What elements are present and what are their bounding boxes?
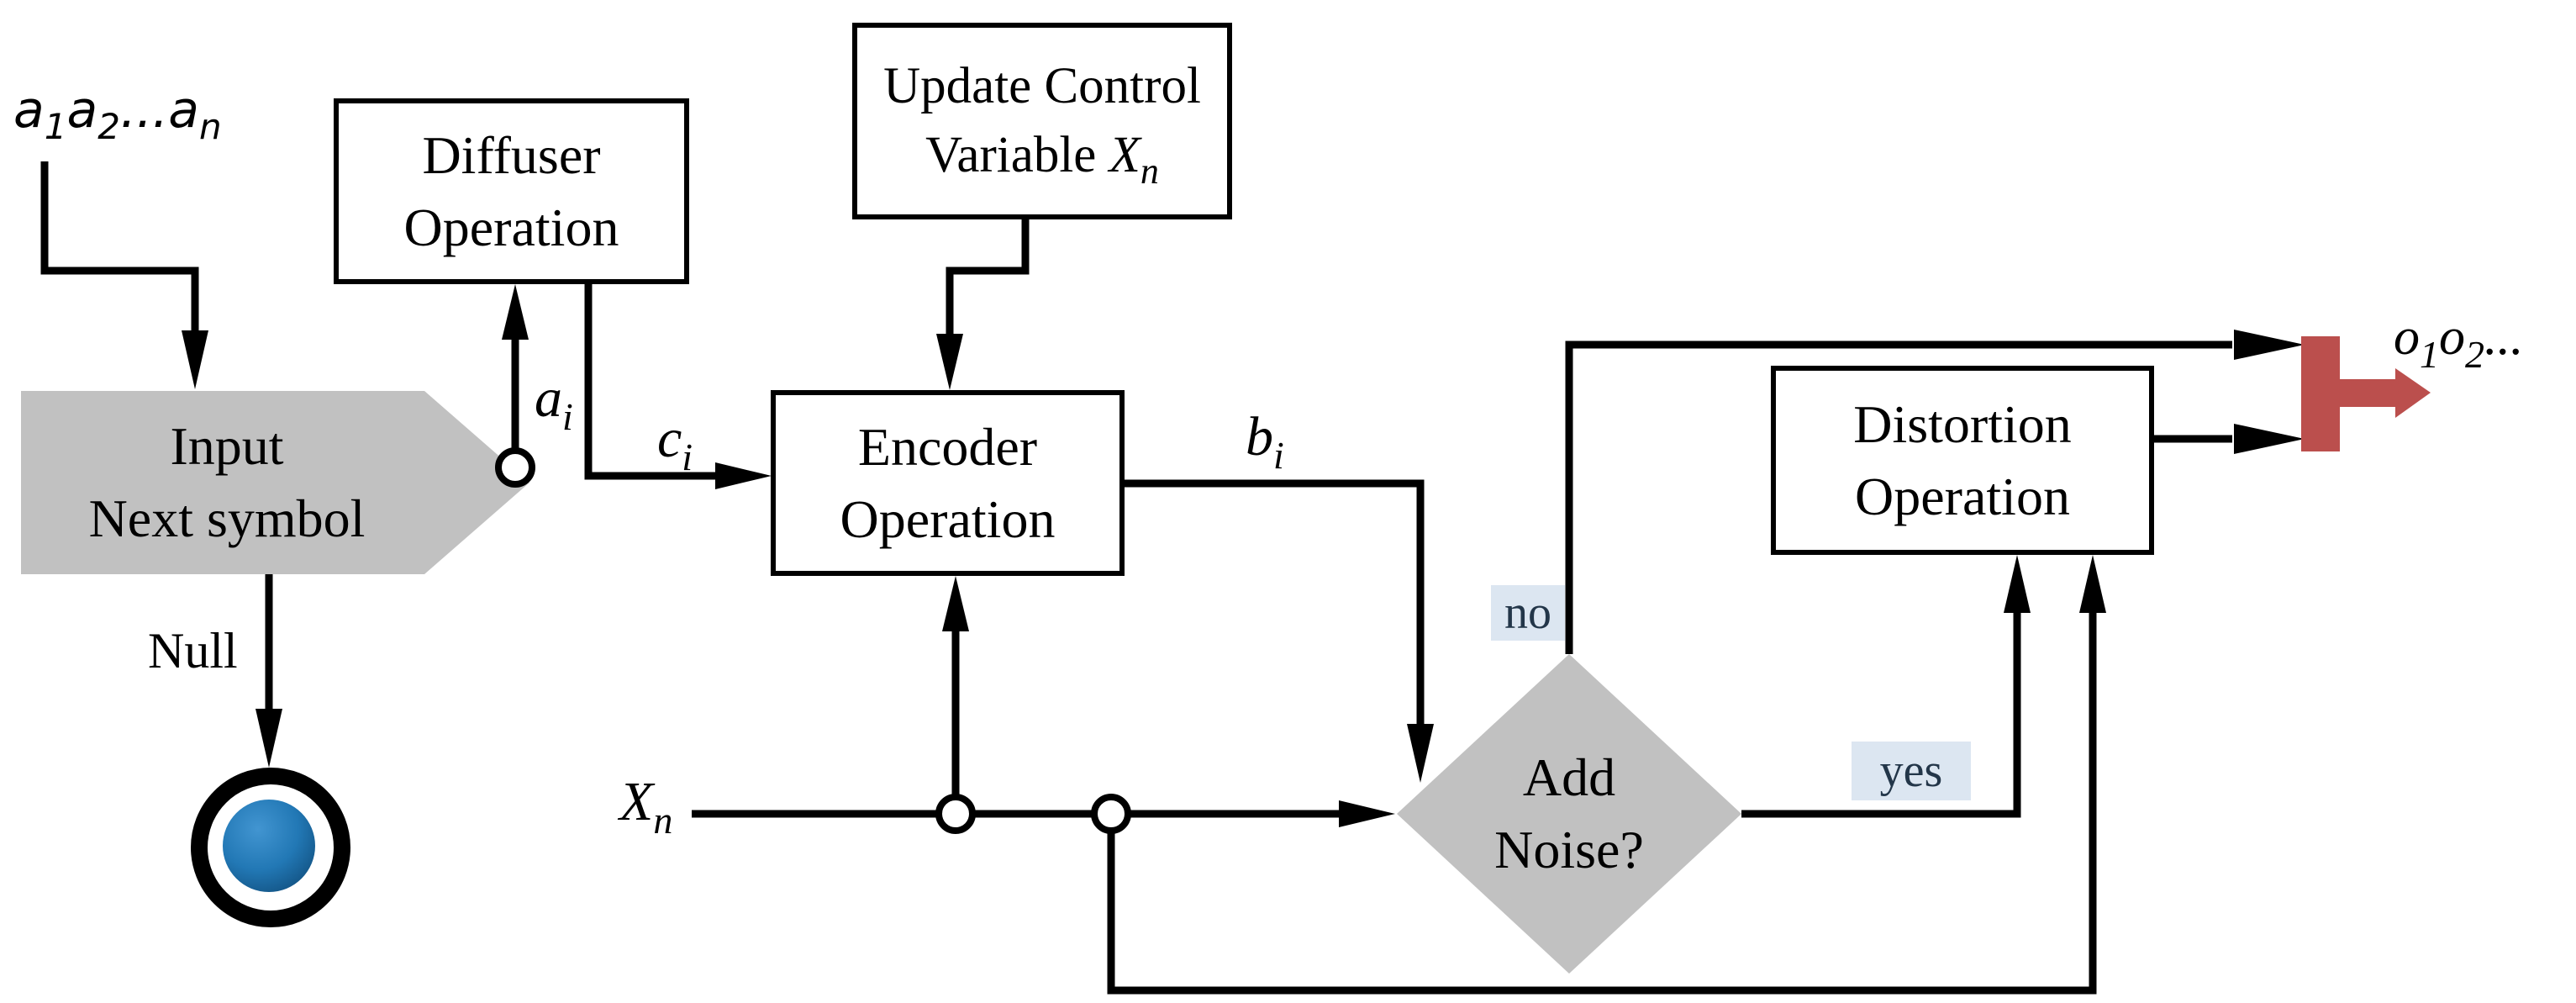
no-arrowhead-icon — [2234, 330, 2305, 360]
update-to-encoder-arrowhead-icon — [936, 334, 963, 390]
ci-label: ci — [657, 408, 693, 478]
xn-arrowhead-icon — [1339, 800, 1395, 827]
ai-arrowhead-icon — [502, 284, 529, 340]
yes-arrowhead-icon — [2004, 555, 2031, 613]
distortion-box-label: Distortion Operation — [1853, 393, 2072, 526]
output-stream-label: o1o2... — [2394, 309, 2524, 376]
feedback-connector — [1107, 612, 2097, 995]
stream-in-connector — [40, 161, 199, 335]
no-badge: no — [1491, 585, 1565, 641]
stream-in-arrowhead-icon — [182, 330, 208, 389]
input-next-symbol-label: Input Next symbol — [88, 416, 366, 548]
no-connector — [1565, 340, 2232, 654]
add-noise-diamond-label: Add Noise? — [1494, 747, 1644, 879]
diffuser-box-label: Diffuser Operation — [403, 124, 619, 257]
output-connector-bar-icon — [2301, 336, 2340, 451]
feedback-arrowhead-icon — [2079, 555, 2106, 613]
distortion-out-arrowhead-icon — [2234, 424, 2305, 454]
add-noise-diamond — [1397, 654, 1741, 974]
xn-junction-circle-1 — [935, 794, 976, 834]
input-stream-label: a1a2...an — [13, 81, 222, 147]
null-arrowhead-icon — [255, 709, 282, 768]
encoder-box-label: Encoder Operation — [840, 416, 1056, 549]
ci-connector — [584, 284, 716, 480]
terminator-blue-dot — [223, 800, 315, 892]
bi-label: bi — [1246, 406, 1284, 477]
ci-arrowhead-icon — [715, 462, 772, 489]
diffuser-box — [334, 98, 689, 284]
xn-to-encoder-arrowhead-icon — [942, 576, 969, 631]
update-control-box — [852, 23, 1232, 219]
yes-badge: yes — [1852, 742, 1971, 800]
yes-connector — [1741, 612, 2021, 818]
distortion-box — [1771, 366, 2154, 555]
encoder-box — [771, 390, 1125, 576]
bi-connector — [1125, 479, 1425, 726]
ai-label: ai — [535, 367, 573, 438]
input-next-symbol-shape — [21, 391, 529, 574]
null-label: Null — [148, 623, 238, 678]
xn-junction-circle-2 — [1091, 794, 1131, 834]
update-to-encoder-connector — [946, 219, 1030, 336]
bi-arrowhead-icon — [1407, 724, 1434, 783]
input-tip-junction-circle — [495, 447, 535, 488]
output-connector-arrow-icon — [2340, 368, 2431, 418]
update-control-box-label: Update Control Variable Xn — [883, 58, 1201, 192]
xn-label: Xn — [619, 771, 673, 842]
